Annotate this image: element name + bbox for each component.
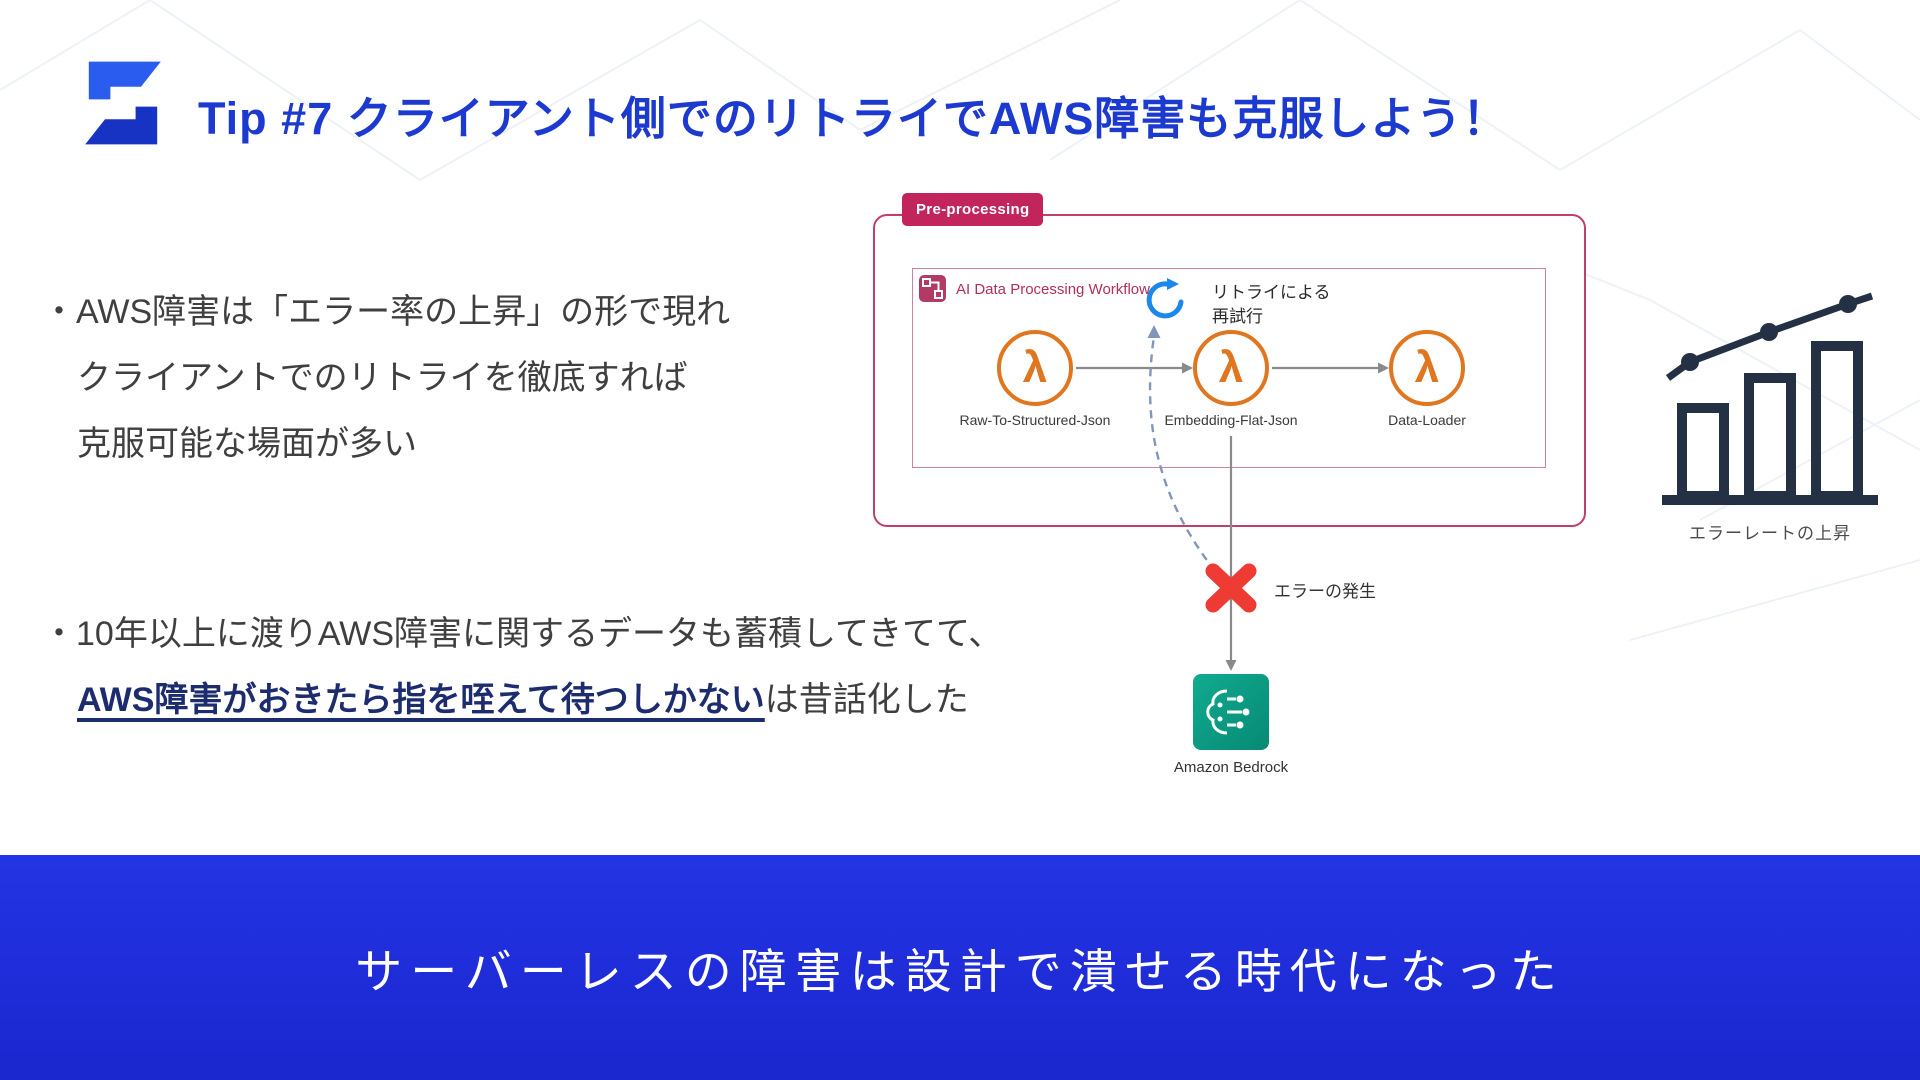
preprocessing-badge: Pre-processing: [902, 193, 1044, 226]
lambda-glyph: λ: [1022, 343, 1048, 392]
error-rate-chart: エラーレートの上昇: [1658, 286, 1882, 544]
retry-label: リトライによる 再試行: [1212, 281, 1331, 329]
chart-caption: エラーレートの上昇: [1689, 524, 1851, 543]
retry-label-line2: 再試行: [1212, 307, 1263, 326]
lambda-glyph: λ: [1218, 343, 1244, 392]
bullet1-line2: クライアントでのリトライを徹底すれば: [77, 359, 688, 397]
error-label: エラーの発生: [1274, 582, 1376, 601]
lambda-icon-data-loader: λ: [1389, 330, 1465, 406]
bullet2-line2: AWS障害がおきたら指を咥えて待つしかないは昔話化した: [42, 667, 1002, 733]
bullet1-line3: 克服可能な場面が多い: [77, 425, 417, 463]
bullet1-line1: ・AWS障害は「エラー率の上昇」の形で現れ: [42, 293, 731, 331]
amazon-bedrock-icon: [1193, 674, 1269, 750]
workflow-label: AI Data Processing Workflow: [956, 281, 1150, 298]
bedrock-label: Amazon Bedrock: [1173, 759, 1289, 776]
error-x-icon: [1201, 558, 1261, 618]
step-functions-icon: [919, 275, 946, 302]
bullet-group-2: ・10年以上に渡りAWS障害に関するデータも蓄積してきてて、 AWS障害がおきた…: [42, 601, 1002, 733]
lambda-glyph: λ: [1414, 343, 1440, 392]
retry-label-line1: リトライによる: [1212, 283, 1331, 302]
lambda-icon-embedding-flat: λ: [1193, 330, 1269, 406]
lambda-label-2: Embedding-Flat-Json: [1164, 412, 1298, 428]
lambda-icon-raw-to-structured: λ: [997, 330, 1073, 406]
slide-title: Tip #7 クライアント側でのリトライでAWS障害も克服しよう！: [198, 93, 1509, 144]
lambda-label-3: Data-Loader: [1388, 412, 1466, 428]
banner-text: サーバーレスの障害は設計で潰せる時代になった: [355, 945, 1565, 998]
bullet2-line1: ・10年以上に渡りAWS障害に関するデータも蓄積してきてて、: [42, 615, 1003, 653]
bullet-group-1: ・AWS障害は「エラー率の上昇」の形で現れ クライアントでのリトライを徹底すれば…: [42, 279, 730, 477]
retry-icon: [1141, 276, 1189, 324]
bottom-banner: サーバーレスの障害は設計で潰せる時代になった: [0, 855, 1920, 1080]
logo-icon: [78, 58, 168, 148]
bar-chart-icon: [1662, 292, 1878, 505]
bullet2-emphasis: AWS障害がおきたら指を咥えて待つしかない: [77, 681, 765, 719]
lambda-label-1: Raw-To-Structured-Json: [959, 412, 1111, 428]
bullet2-tail: は昔話化した: [764, 681, 969, 719]
